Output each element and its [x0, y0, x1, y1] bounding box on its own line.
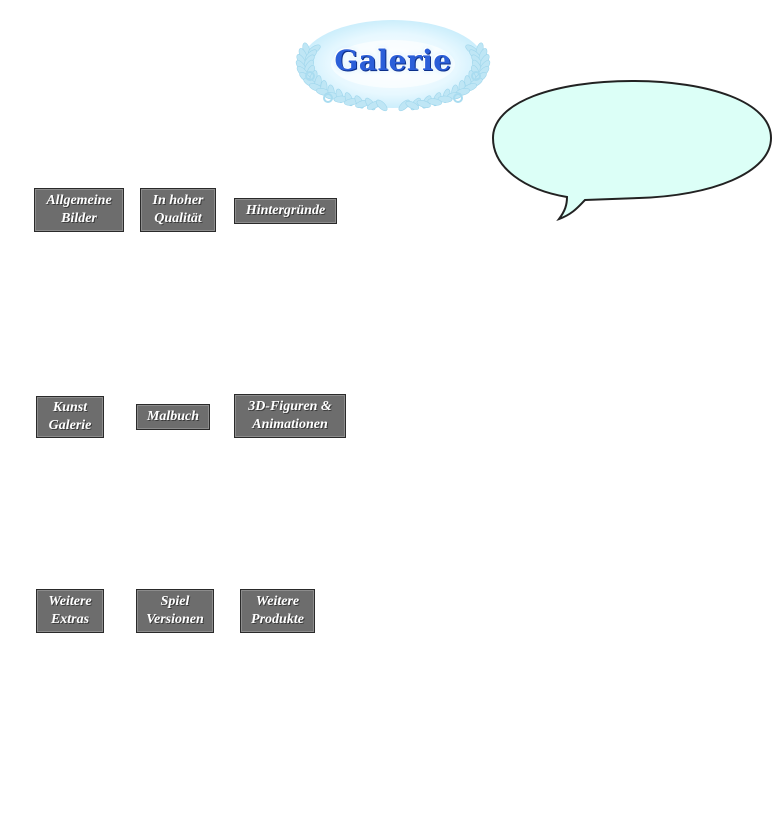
speech-bubble	[489, 78, 775, 224]
gallery-button-3d-figuren[interactable]: 3D-Figuren & Animationen	[234, 394, 346, 438]
gallery-button-label: 3D-Figuren & Animationen	[248, 399, 332, 432]
gallery-button-label: Kunst Galerie	[48, 400, 92, 433]
laurel-swirl	[471, 71, 481, 81]
gallery-button-spiel-versionen[interactable]: Spiel Versionen	[136, 589, 214, 633]
gallery-button-hohe-qualitaet[interactable]: In hoher Qualität	[140, 188, 216, 232]
page-title: Galerie	[334, 44, 452, 77]
laurel-swirl	[453, 93, 463, 103]
laurel-swirl	[305, 71, 315, 81]
laurel-swirl	[323, 93, 333, 103]
speech-bubble-icon	[491, 79, 773, 222]
laurel-leaf	[405, 100, 420, 110]
gallery-button-allgemeine-bilder[interactable]: Allgemeine Bilder	[34, 188, 124, 232]
gallery-button-label: In hoher Qualität	[152, 193, 204, 226]
laurel-leaf	[427, 98, 442, 106]
gallery-button-label: Spiel Versionen	[146, 594, 204, 627]
gallery-button-label: Allgemeine Bilder	[46, 193, 112, 226]
gallery-button-label: Weitere Produkte	[251, 594, 304, 627]
laurel-leaf	[416, 100, 431, 109]
gallery-button-label: Malbuch	[146, 409, 200, 424]
galerie-logo: Galerie	[290, 6, 496, 118]
gallery-button-label: Weitere Extras	[48, 594, 92, 627]
gallery-button-hintergruende[interactable]: Hintergründe	[234, 198, 337, 224]
gallery-button-weitere-produkte[interactable]: Weitere Produkte	[240, 589, 315, 633]
laurel-leaf	[437, 95, 453, 103]
laurel-wreath-icon	[295, 20, 491, 112]
gallery-button-weitere-extras[interactable]: Weitere Extras	[36, 589, 104, 633]
laurel-leaf	[375, 99, 388, 112]
gallery-button-label: Hintergründe	[245, 203, 326, 218]
gallery-button-kunst-galerie[interactable]: Kunst Galerie	[36, 396, 104, 438]
gallery-button-malbuch[interactable]: Malbuch	[136, 404, 210, 430]
